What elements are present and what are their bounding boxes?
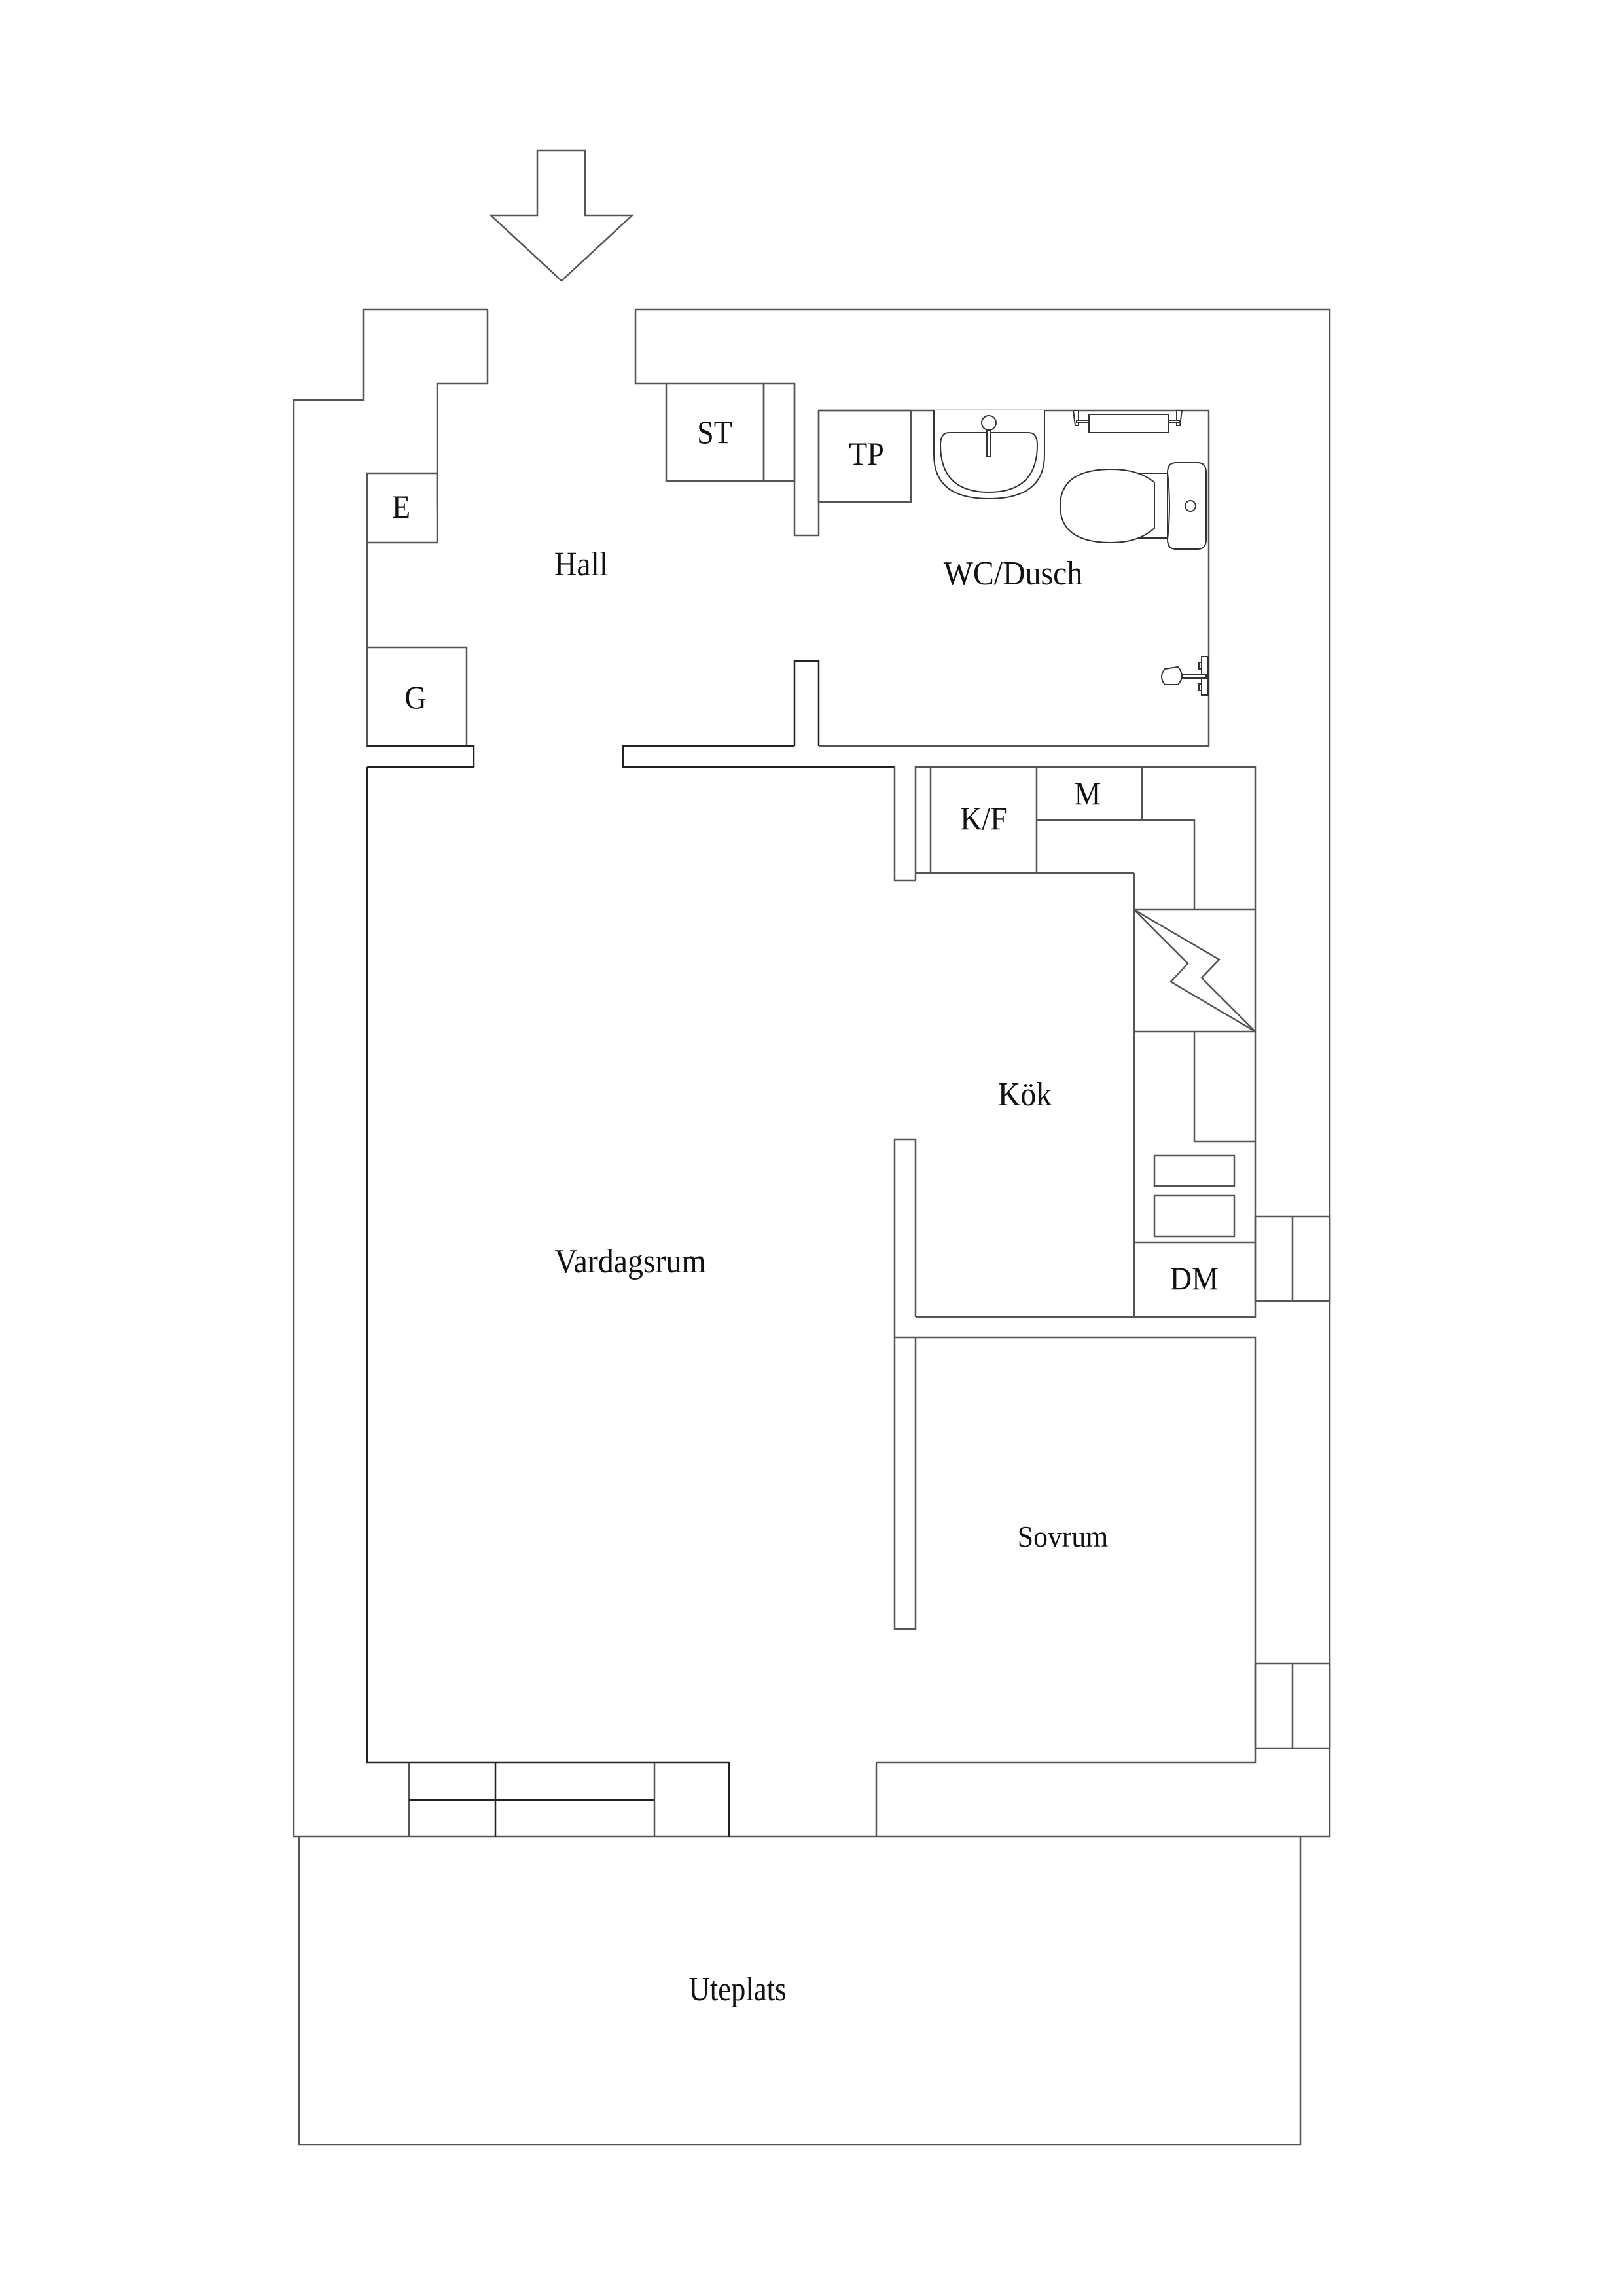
room-label-sovrum: Sovrum <box>1017 1520 1109 1553</box>
fixture-label-tp: TP <box>849 435 884 472</box>
fixture-label-e: E <box>391 488 411 525</box>
kitchen <box>893 766 1331 1318</box>
towel-bar-icon <box>1072 410 1183 433</box>
fixture-label-dm: DM <box>1169 1260 1219 1297</box>
living-room-walls <box>366 767 878 1837</box>
terrace <box>298 1837 1302 2146</box>
fixture-label-kf: K/F <box>960 800 1007 836</box>
outer-walls <box>293 308 1331 1838</box>
hall-walls <box>366 382 895 768</box>
room-label-wc-dusch: WC/Dusch <box>943 555 1083 592</box>
kitchen-sink-icon <box>1153 1154 1236 1238</box>
bathroom <box>817 409 1210 747</box>
fixture-label-st: ST <box>697 414 732 450</box>
fixture-label-g: G <box>404 679 427 715</box>
room-label-uteplats: Uteplats <box>688 1971 787 2008</box>
fixture-label-m: M <box>1074 775 1101 812</box>
stove-lightning-icon <box>1133 908 1256 1033</box>
shower-icon <box>1161 656 1209 696</box>
room-label-kok: Kök <box>997 1076 1052 1113</box>
toilet-icon <box>1059 462 1207 550</box>
sink-icon <box>933 410 1045 500</box>
room-label-vardagsrum: Vardagsrum <box>554 1243 706 1280</box>
entrance-arrow-icon <box>488 149 635 282</box>
partition-walls <box>876 1138 1331 1764</box>
room-label-hall: Hall <box>554 546 609 583</box>
